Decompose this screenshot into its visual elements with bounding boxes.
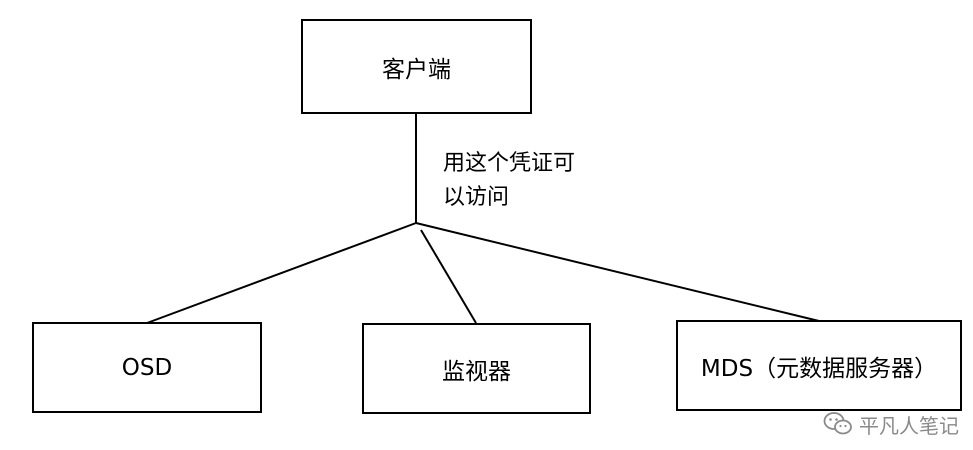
node-osd: OSD	[32, 322, 262, 413]
node-osd-label: OSD	[121, 354, 173, 381]
node-mds: MDS（元数据服务器）	[676, 320, 962, 411]
edge-label-line1: 用这个凭证可	[443, 151, 576, 176]
node-monitor: 监视器	[362, 323, 591, 414]
watermark: 平凡人笔记	[823, 408, 959, 440]
edge-junction-to-osd	[146, 222, 417, 324]
watermark-text: 平凡人笔记	[859, 413, 959, 438]
edge-label: 用这个凭证可 以访问	[443, 147, 575, 215]
node-client-label: 客户端	[382, 56, 451, 83]
node-client: 客户端	[301, 19, 532, 114]
node-mds-label: MDS（元数据服务器）	[700, 355, 938, 382]
wechat-icon	[823, 412, 852, 435]
edge-junction-to-monitor	[420, 229, 477, 324]
edge-label-line2: 以访问	[443, 185, 510, 210]
edge-junction-to-mds	[415, 222, 820, 322]
node-monitor-label: 监视器	[442, 358, 511, 385]
